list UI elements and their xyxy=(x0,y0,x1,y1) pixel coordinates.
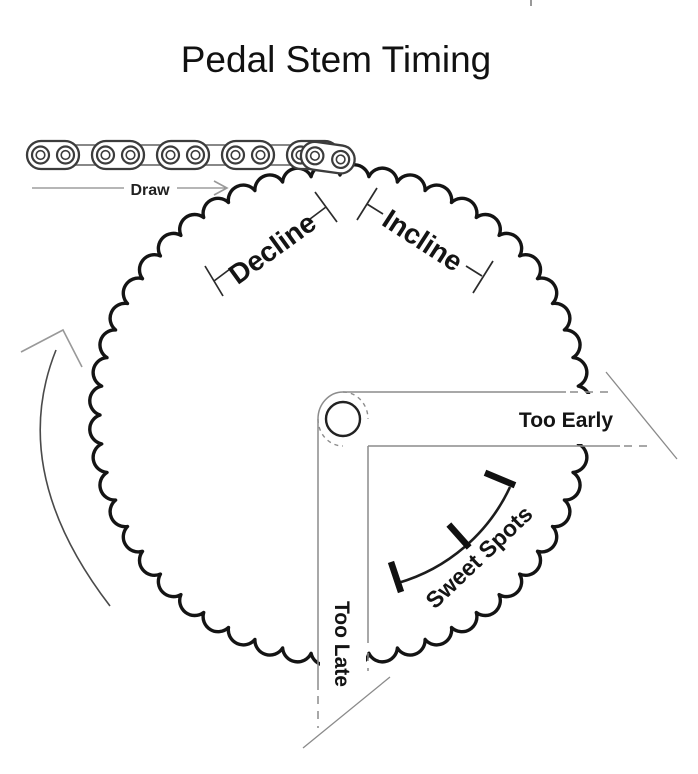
chain-roller xyxy=(120,145,141,165)
rotation-arrow xyxy=(20,328,111,607)
chain-roller-hole xyxy=(125,149,136,161)
chain-roller-hole xyxy=(60,149,71,161)
chain-roller-hole xyxy=(190,149,201,161)
crank-cap-arc-hidden-top xyxy=(342,391,369,420)
chain-roller xyxy=(250,145,271,165)
chain-roller xyxy=(185,145,206,165)
chain-roller xyxy=(331,149,351,170)
draw-label: Draw xyxy=(130,182,170,199)
hub-circle xyxy=(324,400,362,438)
chain-roller xyxy=(160,145,181,165)
rotation-arrowhead-icon xyxy=(20,328,83,368)
crank-horizontal-whiteout xyxy=(346,394,648,444)
chain-roller xyxy=(30,145,51,165)
chain-last-link xyxy=(299,140,356,175)
chain-roller-hole xyxy=(165,149,176,161)
chain-roller-hole xyxy=(230,149,241,161)
crank-cap-arc xyxy=(317,391,344,420)
decline-annotation: Decline xyxy=(204,191,338,297)
break-line-bottom xyxy=(302,676,391,749)
crank-arm: Too Early Too Late xyxy=(302,371,678,749)
chain xyxy=(25,139,356,175)
chain-roller xyxy=(95,145,116,165)
chain-roller xyxy=(305,146,325,166)
draw-arrow: Draw xyxy=(32,180,229,199)
incline-stub-right xyxy=(465,265,483,277)
sweet-spots-tick-end xyxy=(483,469,517,489)
rotation-arrow-arc xyxy=(39,349,111,607)
decline-stub-right xyxy=(309,206,327,220)
incline-label: Incline xyxy=(377,203,468,277)
incline-tick-right xyxy=(472,260,494,294)
sweet-spots-tick-middle xyxy=(446,522,472,550)
chain-roller-hole xyxy=(100,149,111,161)
draw-arrowhead-icon xyxy=(213,180,229,196)
chain-roller-hole xyxy=(35,149,46,161)
chain-roller-hole xyxy=(309,150,321,161)
too-early-label: Too Early xyxy=(519,409,613,432)
sweet-spots-label: Sweet Spots xyxy=(420,500,537,613)
sweet-spots-arc xyxy=(397,486,512,585)
decline-label: Decline xyxy=(223,207,322,291)
break-line-right xyxy=(605,371,678,460)
chain-roller xyxy=(225,145,246,165)
page-title: Pedal Stem Timing xyxy=(181,39,492,80)
crank-vertical-whiteout xyxy=(320,448,366,733)
incline-stub-left xyxy=(366,203,384,215)
too-late-label: Too Late xyxy=(330,601,353,687)
chain-roller xyxy=(55,145,76,165)
sweet-spots-tick-start xyxy=(387,560,405,594)
chain-roller-hole xyxy=(335,154,346,165)
chain-roller-hole xyxy=(255,149,266,161)
decline-stub-left xyxy=(213,268,231,282)
